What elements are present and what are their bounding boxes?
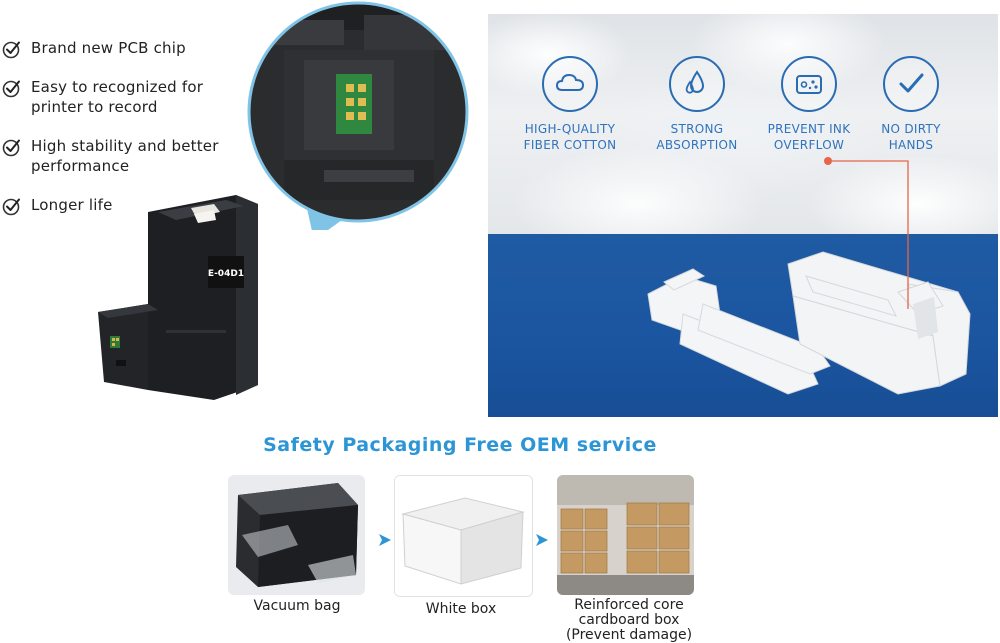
feature-item: High stability and better performance — [0, 136, 240, 176]
cotton-background — [488, 14, 998, 234]
white-box-image — [394, 475, 533, 597]
overflow-box-icon — [796, 75, 822, 94]
feature-item: Longer life — [0, 195, 240, 216]
vacuum-bag-image — [228, 475, 365, 595]
feature-item: Brand new PCB chip — [0, 38, 240, 59]
check-circle-icon — [2, 198, 20, 216]
chip-zoom-image — [247, 1, 469, 230]
feature-text: Brand new PCB chip — [31, 39, 186, 57]
check-circle-icon — [2, 80, 20, 98]
feature-list: Brand new PCB chip Easy to recognized fo… — [0, 38, 240, 235]
badge-line1: STRONG — [670, 122, 724, 136]
badge-line1: PREVENT INK — [767, 122, 851, 136]
feature-item: Easy to recognized for printer to record — [0, 77, 240, 117]
badge-absorption: STRONG ABSORPTION — [637, 56, 757, 153]
badge-no-dirty-hands: NO DIRTY HANDS — [851, 56, 971, 153]
badge-ink-overflow: PREVENT INK OVERFLOW — [749, 56, 869, 153]
badge-line2: ABSORPTION — [656, 138, 738, 152]
badge-line1: HIGH-QUALITY — [524, 122, 616, 136]
packaging-step-label: Reinforced core cardboard box (Prevent d… — [565, 597, 693, 643]
cardboard-boxes-image — [557, 475, 694, 595]
feature-text: Easy to recognized for printer to record — [31, 78, 204, 116]
feature-text: High stability and better performance — [31, 137, 219, 175]
arrow-right-icon — [536, 534, 548, 546]
badge-line2: HANDS — [888, 138, 934, 152]
badge-line2: FIBER COTTON — [523, 138, 617, 152]
maintenance-box-image: E-04D1 — [98, 195, 258, 400]
packaging-step-label: Vacuum bag — [253, 598, 341, 614]
packaging-step-label: White box — [425, 601, 497, 617]
sponge-pads-image — [647, 157, 971, 395]
arrow-right-icon — [379, 534, 391, 546]
badge-line1: NO DIRTY — [881, 122, 941, 136]
check-circle-icon — [2, 41, 20, 59]
packaging-title: Safety Packaging Free OEM service — [263, 434, 657, 456]
cotton-feature-panel: HIGH-QUALITY FIBER COTTON STRONG ABSORPT… — [488, 14, 998, 417]
water-drops-icon — [685, 70, 705, 94]
badge-fiber-cotton: HIGH-QUALITY FIBER COTTON — [510, 56, 630, 153]
feature-text: Longer life — [31, 196, 113, 214]
badge-line2: OVERFLOW — [773, 138, 845, 152]
check-circle-icon — [2, 139, 20, 157]
checkmark-icon — [899, 73, 924, 93]
product-label: E-04D1 — [208, 269, 244, 279]
cloud-icon — [555, 73, 585, 91]
